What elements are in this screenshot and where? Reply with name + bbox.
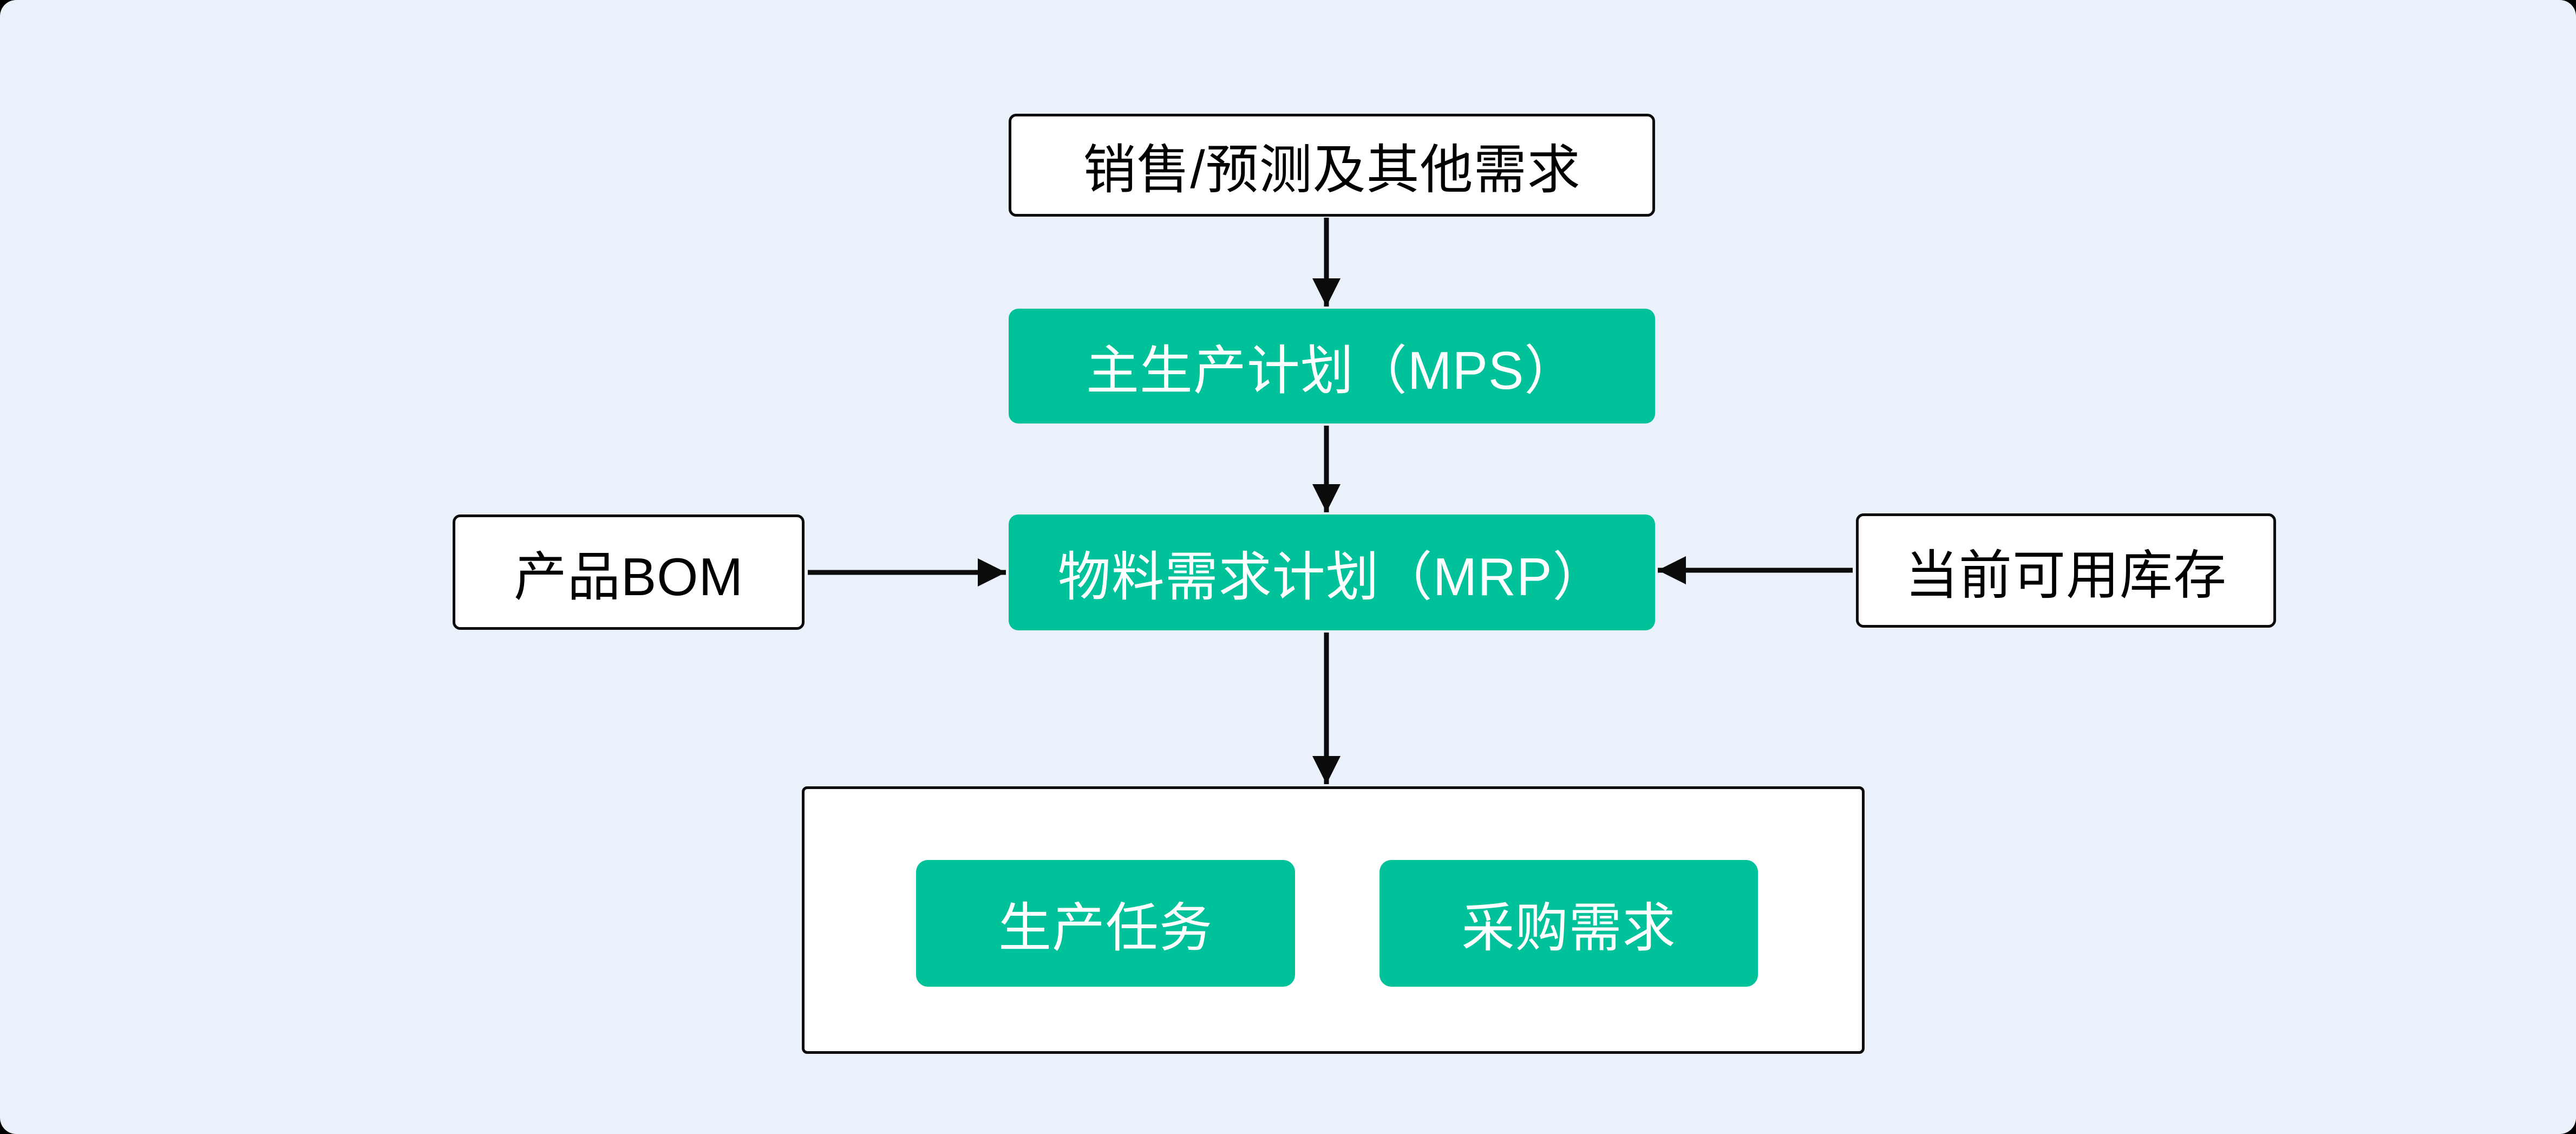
- node-purchase-demand: 采购需求: [1379, 860, 1758, 987]
- node-sales-forecast: 销售/预测及其他需求: [1009, 114, 1655, 217]
- node-product-bom: 产品BOM: [453, 514, 805, 630]
- node-available-inventory: 当前可用库存: [1856, 513, 2276, 628]
- node-production-task: 生产任务: [916, 860, 1295, 987]
- node-mps: 主生产计划（MPS）: [1009, 309, 1655, 423]
- node-mrp: 物料需求计划（MRP）: [1009, 514, 1655, 630]
